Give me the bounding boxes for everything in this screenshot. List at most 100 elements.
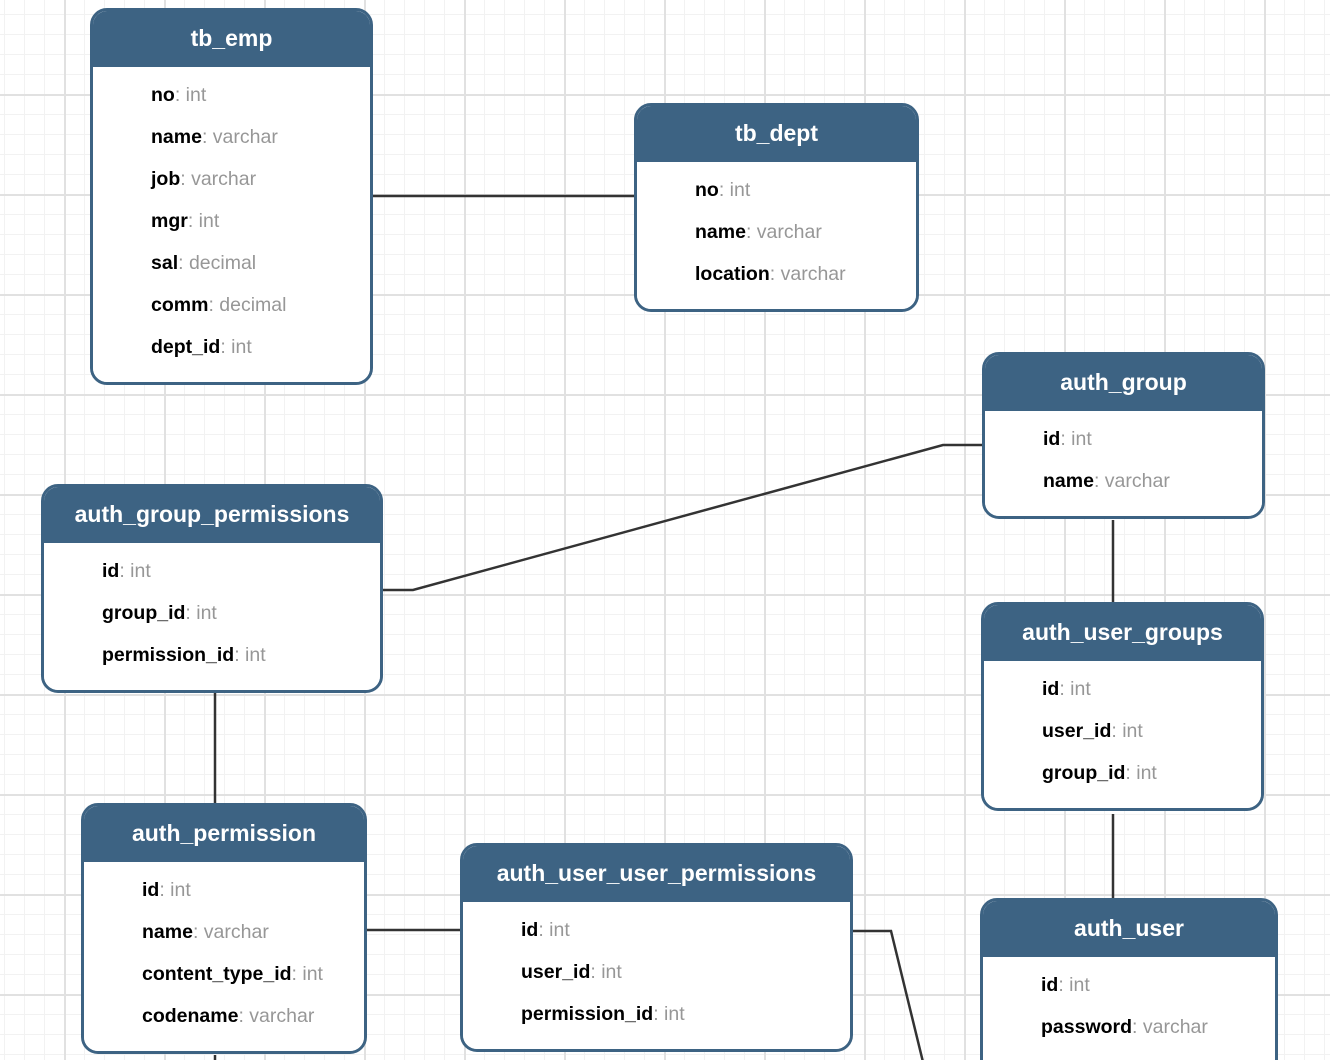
field-row: permission_id: int xyxy=(463,993,850,1035)
field-type: : int xyxy=(185,602,217,624)
field-row: id: int xyxy=(985,418,1262,460)
table-header: auth_user xyxy=(983,901,1275,957)
field-name: sal xyxy=(151,252,179,274)
field-row: no: int xyxy=(93,74,370,116)
table-header: auth_permission xyxy=(84,806,364,862)
field-name: mgr xyxy=(151,210,188,232)
field-type: : int xyxy=(1125,762,1157,784)
field-name: group_id xyxy=(102,602,186,624)
field-type: : varchar xyxy=(769,263,846,285)
table-header: auth_group xyxy=(985,355,1262,411)
field-row: user_id: int xyxy=(984,710,1261,752)
field-row: group_id: int xyxy=(984,752,1261,794)
field-type: : int xyxy=(653,1003,685,1025)
field-row: permission_id: int xyxy=(44,634,380,676)
field-type: : int xyxy=(1059,678,1091,700)
table-title: auth_group xyxy=(1060,369,1187,395)
field-type: : int xyxy=(187,210,220,232)
field-name: id xyxy=(1043,428,1061,450)
field-row: last_login: datetime xyxy=(983,1048,1275,1060)
field-row: id: int xyxy=(44,550,380,592)
field-row: id: int xyxy=(984,668,1261,710)
field-name: id xyxy=(102,560,120,582)
field-name: last_login xyxy=(1041,1058,1132,1060)
field-row: id: int xyxy=(983,964,1275,1006)
field-row: location: varchar xyxy=(637,253,916,295)
field-row: name: varchar xyxy=(985,460,1262,502)
field-type: : int xyxy=(220,336,252,358)
table-header: tb_dept xyxy=(637,106,916,162)
field-name: id xyxy=(521,919,539,941)
field-row: dept_id: int xyxy=(93,326,370,368)
table-title: tb_dept xyxy=(734,120,819,146)
field-type: : varchar xyxy=(1132,1016,1208,1038)
field-type: : int xyxy=(590,961,622,983)
field-name: user_id xyxy=(1042,720,1112,742)
field-row: name: varchar xyxy=(637,211,916,253)
field-row: name: varchar xyxy=(93,116,370,158)
field-row: codename: varchar xyxy=(84,995,364,1037)
field-type: : int xyxy=(234,644,266,666)
field-name: name xyxy=(151,126,202,148)
field-row: password: varchar xyxy=(983,1006,1275,1048)
field-name: location xyxy=(695,263,770,285)
field-type: : int xyxy=(291,963,323,985)
field-type: : int xyxy=(119,560,151,582)
field-name: group_id xyxy=(1042,762,1126,784)
field-type: : varchar xyxy=(192,921,269,943)
field-name: codename xyxy=(142,1005,239,1027)
table-title: auth_permission xyxy=(131,820,317,846)
field-type: : int xyxy=(1060,428,1092,450)
field-type: : int xyxy=(1058,974,1090,996)
field-type: : int xyxy=(1111,720,1143,742)
field-name: user_id xyxy=(521,961,591,983)
field-row: no: int xyxy=(637,169,916,211)
field-name: permission_id xyxy=(102,644,235,666)
field-row: user_id: int xyxy=(463,951,850,993)
field-type: : datetime xyxy=(1132,1058,1218,1060)
table-title: auth_user_user_permissions xyxy=(496,860,817,886)
field-type: : varchar xyxy=(201,126,278,148)
table-header: auth_group_permissions xyxy=(44,487,380,543)
field-name: permission_id xyxy=(521,1003,654,1025)
field-row: job: varchar xyxy=(93,158,370,200)
field-row: sal: decimal xyxy=(93,242,370,284)
field-name: password xyxy=(1041,1016,1133,1038)
field-type: : varchar xyxy=(238,1005,315,1027)
field-row: group_id: int xyxy=(44,592,380,634)
field-row: content_type_id: int xyxy=(84,953,364,995)
field-row: id: int xyxy=(84,869,364,911)
field-row: name: varchar xyxy=(84,911,364,953)
field-name: job xyxy=(151,168,181,190)
field-name: id xyxy=(142,879,160,901)
table-header: tb_emp xyxy=(93,11,370,67)
connection-line xyxy=(383,443,982,592)
connection-line xyxy=(853,929,924,1060)
field-name: name xyxy=(695,221,746,243)
field-type: : int xyxy=(718,179,751,201)
field-name: id xyxy=(1042,678,1060,700)
field-row: mgr: int xyxy=(93,200,370,242)
table-header: auth_user_user_permissions xyxy=(463,846,850,902)
field-type: : decimal xyxy=(178,252,257,274)
field-type: : int xyxy=(538,919,570,941)
field-type: : decimal xyxy=(208,294,287,316)
field-type: : varchar xyxy=(180,168,257,190)
table-title: tb_emp xyxy=(190,25,273,51)
field-type: : int xyxy=(174,84,207,106)
